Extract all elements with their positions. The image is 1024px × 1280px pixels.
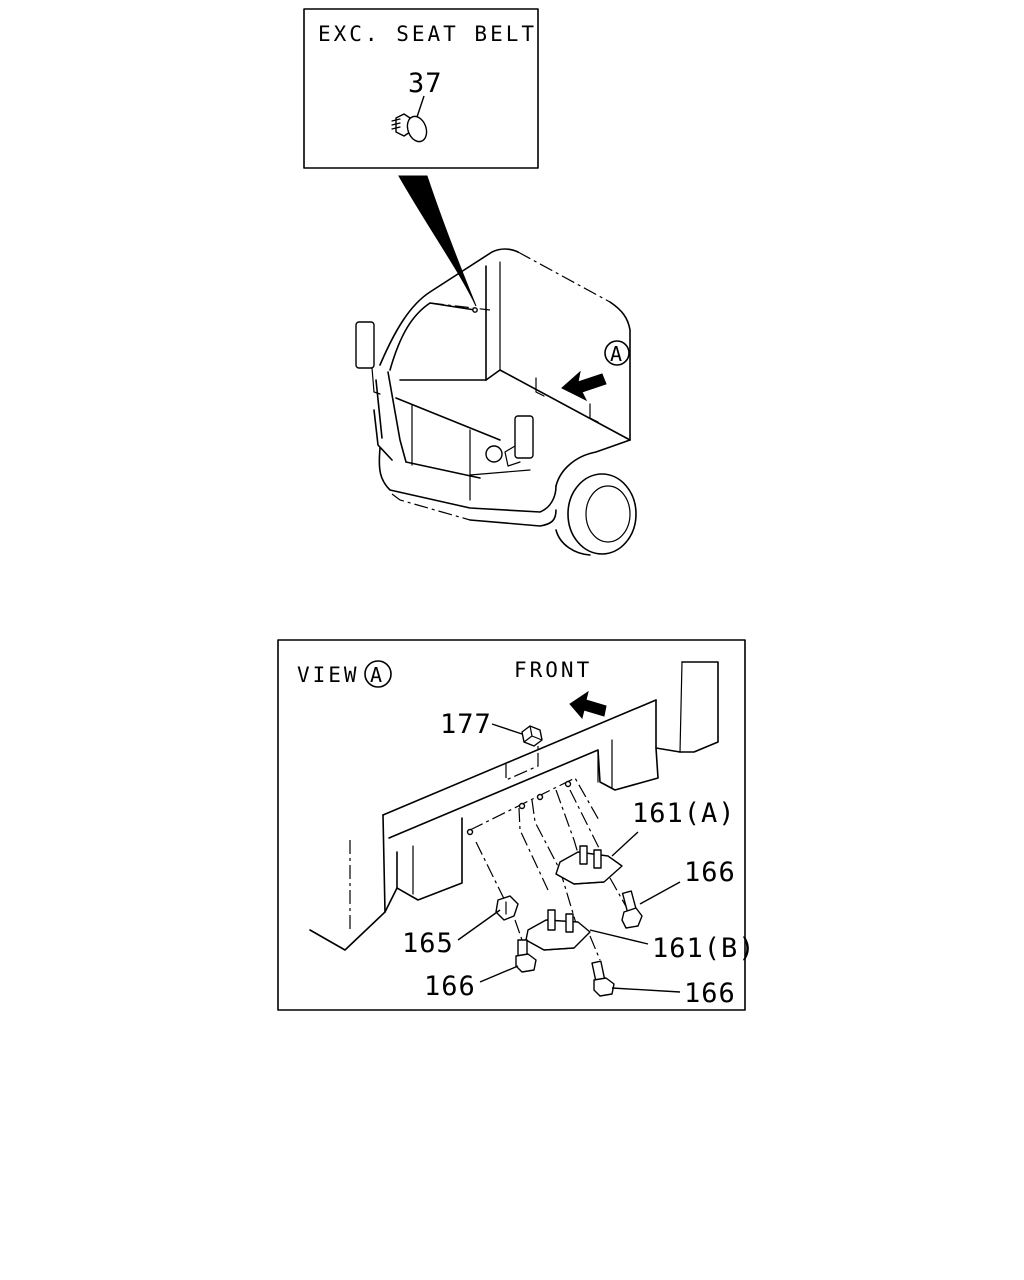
view-a-arrow (561, 370, 607, 402)
part-165-clip (495, 895, 519, 921)
part-166-bolt-lower (591, 960, 615, 997)
callout-165: 165 (402, 928, 454, 959)
part-161a-bracket (555, 845, 623, 885)
part-161b-bracket (525, 909, 591, 951)
view-a-detail: VIEW A FRONT (277, 639, 756, 1011)
inset-title: EXC. SEAT BELT (318, 22, 537, 46)
front-direction-label: FRONT (514, 658, 592, 682)
part-166-bolt-upper (621, 890, 643, 929)
part-37-leader (415, 95, 425, 121)
part-37-plug-icon (391, 113, 428, 143)
part-177-nut (521, 725, 543, 747)
callout-166-left: 166 (424, 971, 476, 1002)
seat-belt-inset: EXC. SEAT BELT 37 (303, 8, 539, 169)
part-166-bolt-left (515, 939, 537, 973)
part-37-label: 37 (408, 68, 443, 99)
inset-pointer (398, 175, 477, 307)
truck-cab-illustration: A (355, 248, 637, 556)
detail-frame (277, 639, 746, 1011)
callout-161b: 161(B) (652, 933, 756, 964)
view-label: VIEW (297, 663, 360, 687)
inset-frame (303, 8, 539, 169)
detail-view-marker-letter: A (370, 663, 382, 687)
callout-161a: 161(A) (632, 798, 736, 829)
detail-view-marker (364, 660, 392, 688)
callout-166-bottom: 166 (684, 978, 736, 1009)
callout-166-top: 166 (684, 857, 736, 888)
view-a-marker-letter: A (610, 342, 622, 366)
callout-177: 177 (440, 709, 492, 740)
view-a-marker (604, 340, 630, 366)
front-arrow (569, 690, 607, 720)
